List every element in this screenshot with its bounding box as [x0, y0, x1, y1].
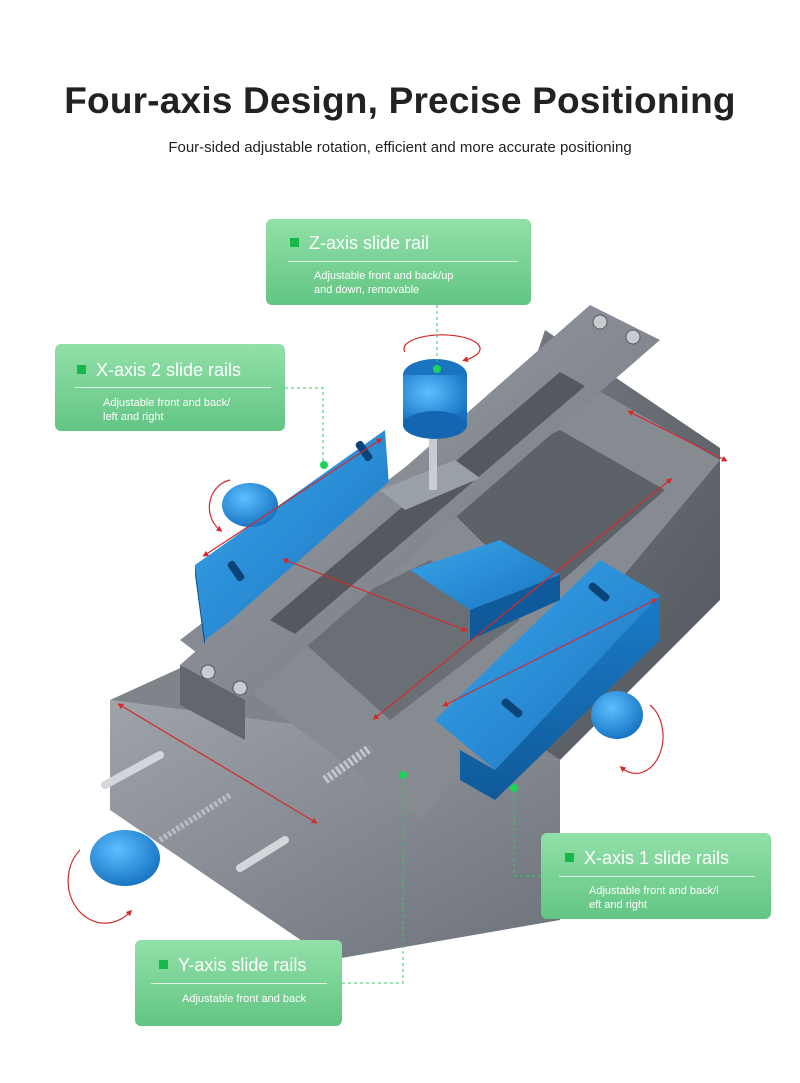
- callout-y-axis: Y-axis slide rails Adjustable front and …: [135, 940, 342, 1026]
- y-axis-divider: [151, 983, 327, 984]
- callout-z-axis: Z-axis slide rail Adjustable front and b…: [266, 219, 531, 305]
- screw-bottom-1: [200, 664, 216, 680]
- y-range-arrow: [117, 703, 318, 824]
- x1-slider-side: [460, 595, 660, 800]
- x1-rotation-arrow: [619, 704, 664, 774]
- x2-marker-dot: [320, 461, 328, 469]
- y-leader: [342, 778, 404, 984]
- x2-slider-edge: [195, 565, 205, 650]
- z-knob-bottom: [403, 411, 467, 439]
- guide-rod-right: [236, 836, 289, 872]
- red-direction-arrows: [67, 334, 728, 924]
- z-axis-divider: [288, 261, 518, 262]
- x2-range-arrow: [202, 438, 383, 557]
- top-range-arrow: [627, 410, 728, 462]
- screw-bottom-2: [232, 680, 248, 696]
- callout-x-axis-1: X-axis 1 slide rails Adjustable front an…: [541, 833, 771, 919]
- x2-slot-2: [227, 560, 245, 582]
- callout-x-axis-2: X-axis 2 slide rails Adjustable front an…: [55, 344, 285, 431]
- x2-leader: [285, 387, 324, 465]
- x-axis-1-desc-1: Adjustable front and back/l: [589, 885, 719, 897]
- x-axis-2-divider: [75, 387, 271, 388]
- square-marker-icon: [159, 960, 168, 969]
- x1-range-arrow: [442, 598, 658, 707]
- z-axis-title: Z-axis slide rail: [309, 233, 430, 253]
- z-axis-desc-2: and down, removable: [314, 284, 420, 296]
- square-marker-icon: [290, 238, 299, 247]
- spring: [322, 744, 373, 784]
- square-marker-icon: [565, 853, 574, 862]
- y-knob: [90, 830, 160, 886]
- x-axis-2-desc-2: left and right: [103, 411, 164, 423]
- x-axis-1-desc-2: eft and right: [589, 899, 648, 911]
- y-axis-title: Y-axis slide rails: [178, 955, 307, 975]
- x-axis-1-divider: [559, 876, 755, 877]
- x1-leader: [513, 790, 541, 877]
- screw-top-2: [625, 329, 641, 345]
- y-marker-dot: [399, 771, 407, 779]
- x-axis-2-desc-1: Adjustable front and back/: [103, 397, 231, 409]
- y-rotation-arrow: [67, 849, 133, 924]
- x-axis-2-title: X-axis 2 slide rails: [96, 360, 242, 380]
- leader-lines: [285, 305, 541, 984]
- x-axis-1-title: X-axis 1 slide rails: [584, 848, 730, 868]
- y-axis-desc-1: Adjustable front and back: [182, 993, 307, 1005]
- square-marker-icon: [77, 365, 86, 374]
- z-rotation-arrow: [403, 334, 481, 363]
- page-title: Four-axis Design, Precise Positioning: [64, 80, 736, 121]
- page-subtitle: Four-sided adjustable rotation, efficien…: [168, 139, 632, 156]
- screw-top-1: [592, 314, 608, 330]
- z-axis-desc-1: Adjustable front and back/up: [314, 270, 454, 282]
- x1-knob: [591, 691, 643, 739]
- x2-knob: [222, 483, 278, 527]
- x2-rotation-arrow: [208, 479, 231, 532]
- z-screw-shaft: [429, 395, 437, 490]
- z-marker-dot: [433, 365, 441, 373]
- x1-marker-dot: [510, 784, 518, 792]
